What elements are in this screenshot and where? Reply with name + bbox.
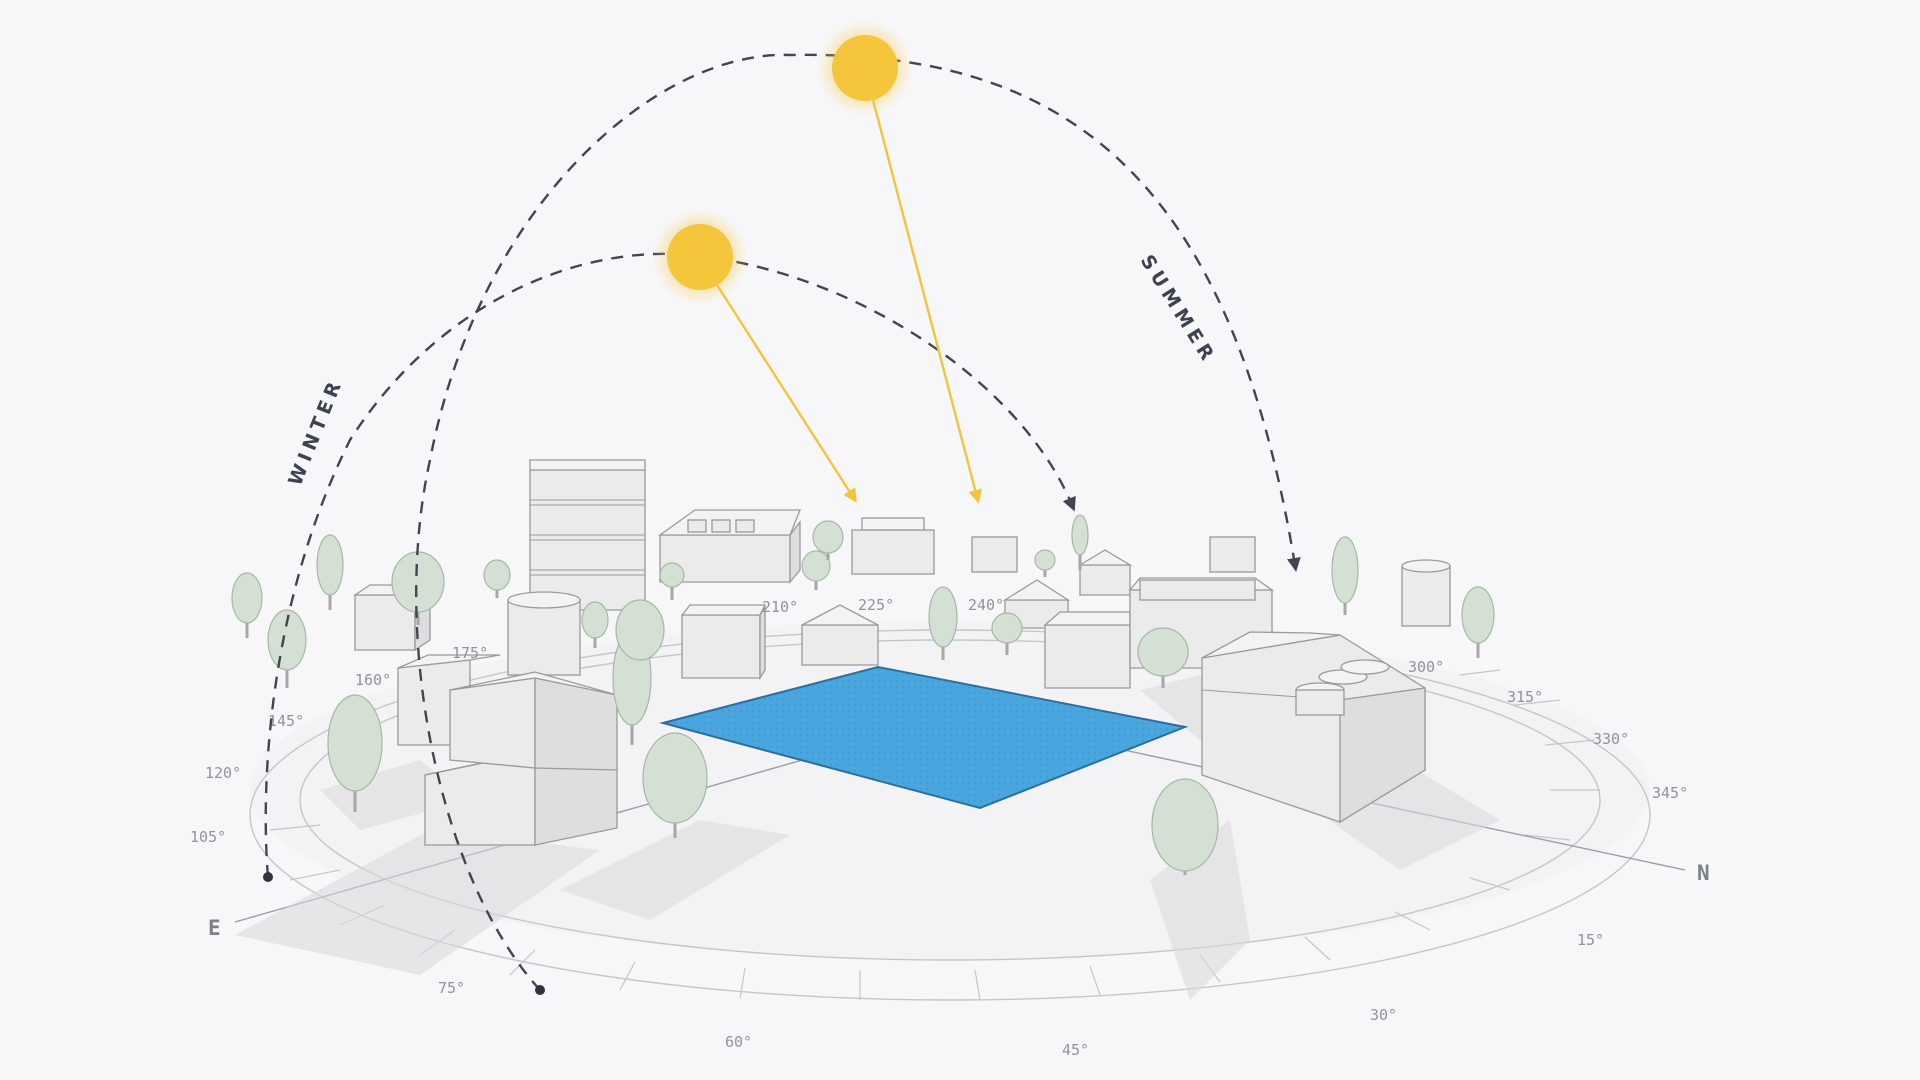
degree-tick-label: 75° [438, 979, 465, 997]
degree-tick-label: 175° [452, 644, 488, 662]
building-gable-center [801, 604, 879, 666]
summer-path-label: SUMMER [1136, 251, 1221, 368]
tree [391, 551, 445, 625]
tree [483, 559, 511, 598]
degree-tick-label: 60° [725, 1033, 752, 1051]
summer-path-start-dot [535, 985, 545, 995]
degree-tick-label: 160° [355, 671, 391, 689]
summer-sun-ray [871, 99, 982, 504]
degree-tick-label: 300° [1408, 658, 1444, 676]
compass-east-label: E [208, 916, 221, 940]
degree-tick-label: 345° [1652, 784, 1688, 802]
tree [231, 572, 263, 638]
building-rowhouse [657, 509, 801, 584]
tree [1137, 627, 1189, 688]
tree [642, 732, 708, 838]
building-cube-right [1043, 611, 1131, 689]
building-cube-center [680, 604, 767, 681]
degree-tick-label: 30° [1370, 1006, 1397, 1024]
tree [801, 550, 831, 590]
tree [615, 599, 665, 661]
tree [1034, 549, 1056, 577]
summer-sun-path [414, 53, 1301, 991]
tree [327, 694, 383, 812]
solar-panel-area [659, 665, 1189, 810]
tree [991, 612, 1023, 655]
compass-north-label: N [1697, 861, 1710, 885]
winter-path-start-dot [263, 872, 273, 882]
summer-sun-icon [817, 20, 913, 116]
building-block-a [851, 517, 935, 575]
degree-tick-label: 225° [858, 596, 894, 614]
tree [928, 586, 958, 660]
degree-tick-label: 210° [762, 598, 798, 616]
tree [581, 601, 609, 648]
degree-tick-label: 315° [1507, 688, 1543, 706]
winter-path-label: WINTER [284, 374, 347, 488]
winter-sun-ray [715, 284, 857, 503]
tree [1151, 778, 1219, 875]
tree [1331, 536, 1359, 615]
winter-sun-path [264, 252, 1076, 878]
trees [231, 514, 1495, 875]
degree-tick-label: 145° [268, 712, 304, 730]
building-front-right-gable [1201, 631, 1426, 824]
degree-tick-label: 330° [1593, 730, 1629, 748]
compass-ticks [269, 669, 1600, 1001]
building-front-left-stack [397, 654, 618, 846]
degree-tick-label: 105° [190, 828, 226, 846]
building-tower [529, 459, 646, 611]
degree-tick-label: 45° [1062, 1041, 1089, 1059]
degree-tick-label: 120° [205, 764, 241, 782]
building-block-c [1209, 536, 1256, 573]
tree [659, 562, 685, 600]
tree [1071, 514, 1089, 570]
tree [316, 534, 344, 610]
degree-labels: 210° 225° 240° 175° 160° 145° 120° 105° … [190, 596, 1688, 1059]
tree [1461, 586, 1495, 658]
degree-tick-label: 240° [968, 596, 1004, 614]
building-block-b [971, 536, 1018, 573]
tree [812, 520, 844, 560]
tree [267, 609, 307, 688]
winter-sun-icon [652, 209, 748, 305]
degree-tick-label: 15° [1577, 931, 1604, 949]
building-cylinder [1401, 559, 1451, 627]
building-silo [507, 591, 581, 676]
